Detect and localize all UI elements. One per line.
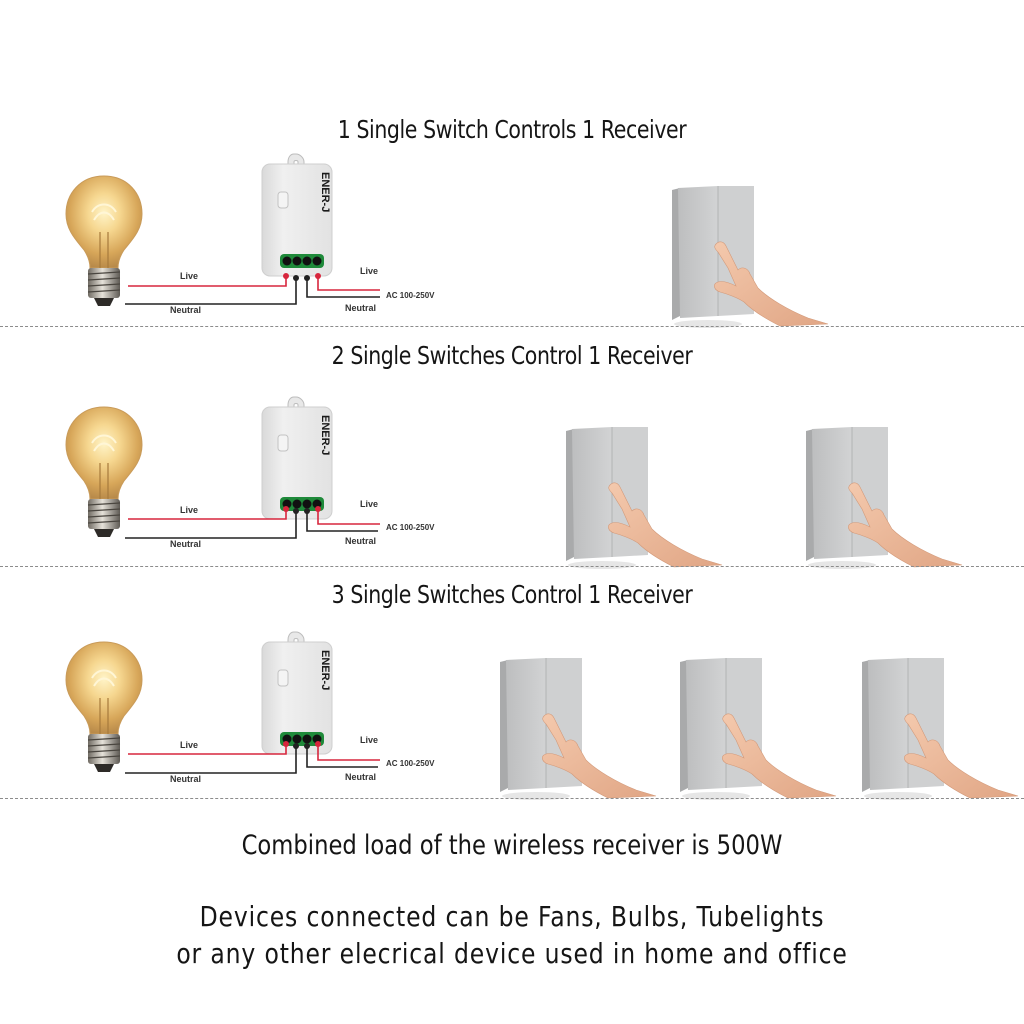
wall-switch-1 <box>671 185 829 329</box>
label-live-left: Live <box>180 740 199 750</box>
label-live-right: Live <box>360 499 379 509</box>
section-3-title: 3 Single Switches Control 1 Receiver <box>331 580 693 609</box>
label-neutral-left: Neutral <box>170 539 202 549</box>
wall-switch-2 <box>679 657 837 801</box>
section-3-diagram: Live Neutral Live AC 100-250V Neutral <box>0 630 1024 801</box>
label-ac-voltage: AC 100-250V <box>386 759 435 768</box>
label-ac-voltage: AC 100-250V <box>386 291 435 300</box>
wiring-lines <box>125 506 380 539</box>
label-neutral-left: Neutral <box>170 305 202 315</box>
wall-switch-1 <box>499 657 657 801</box>
section-2-diagram: Live Neutral Live AC 100-250V Neutral <box>0 395 1024 570</box>
label-live-right: Live <box>360 735 379 745</box>
section-divider-3 <box>0 798 1024 799</box>
label-neutral-left: Neutral <box>170 774 202 784</box>
devices-line-2: or any other elecrical device used in ho… <box>176 937 848 970</box>
load-note: Combined load of the wireless receiver i… <box>241 830 783 861</box>
wall-switch-3 <box>861 657 1019 801</box>
wall-switch-1 <box>565 426 723 570</box>
label-neutral-right: Neutral <box>345 303 377 313</box>
label-ac-voltage: AC 100-250V <box>386 523 435 532</box>
section-1-diagram: Live Neutral Live AC 100-250V Neutral <box>0 153 1024 329</box>
section-1-title: 1 Single Switch Controls 1 Receiver <box>337 115 687 144</box>
label-live-left: Live <box>180 271 199 281</box>
wiring-lines <box>125 741 380 774</box>
label-live-left: Live <box>180 505 199 515</box>
wiring-lines <box>125 273 380 305</box>
section-divider-1 <box>0 326 1024 327</box>
label-neutral-right: Neutral <box>345 536 377 546</box>
label-live-right: Live <box>360 266 379 276</box>
devices-line-1: Devices connected can be Fans, Bulbs, Tu… <box>199 900 825 933</box>
section-2-title: 2 Single Switches Control 1 Receiver <box>331 341 693 370</box>
section-divider-2 <box>0 566 1024 567</box>
label-neutral-right: Neutral <box>345 772 377 782</box>
wall-switch-2 <box>805 426 963 570</box>
